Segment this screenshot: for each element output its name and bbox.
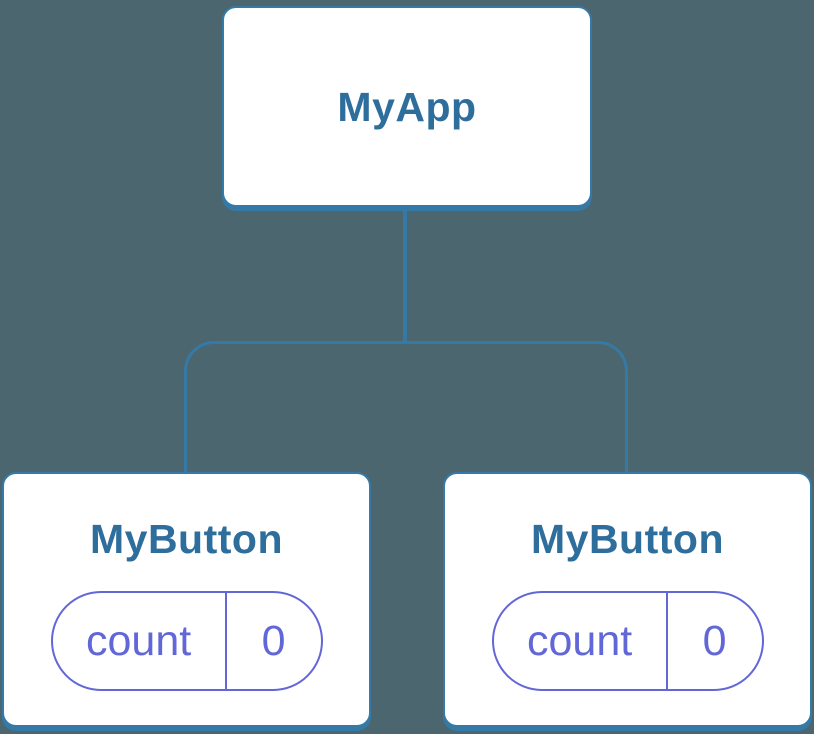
child-component-name: MyButton [89,516,283,562]
connector-branch [184,341,628,472]
child-component-node-2: MyButton count 0 [443,472,812,727]
state-pill: count 0 [491,591,764,691]
state-key: count [53,593,227,689]
connector-stem [403,209,407,343]
child-component-name: MyButton [530,516,724,562]
state-key: count [494,593,668,689]
state-pill: count 0 [50,591,323,691]
state-value: 0 [261,616,286,665]
root-component-name: MyApp [337,83,477,130]
state-value: 0 [702,616,727,665]
root-component-node: MyApp [222,6,592,207]
child-component-node-1: MyButton count 0 [2,472,371,727]
